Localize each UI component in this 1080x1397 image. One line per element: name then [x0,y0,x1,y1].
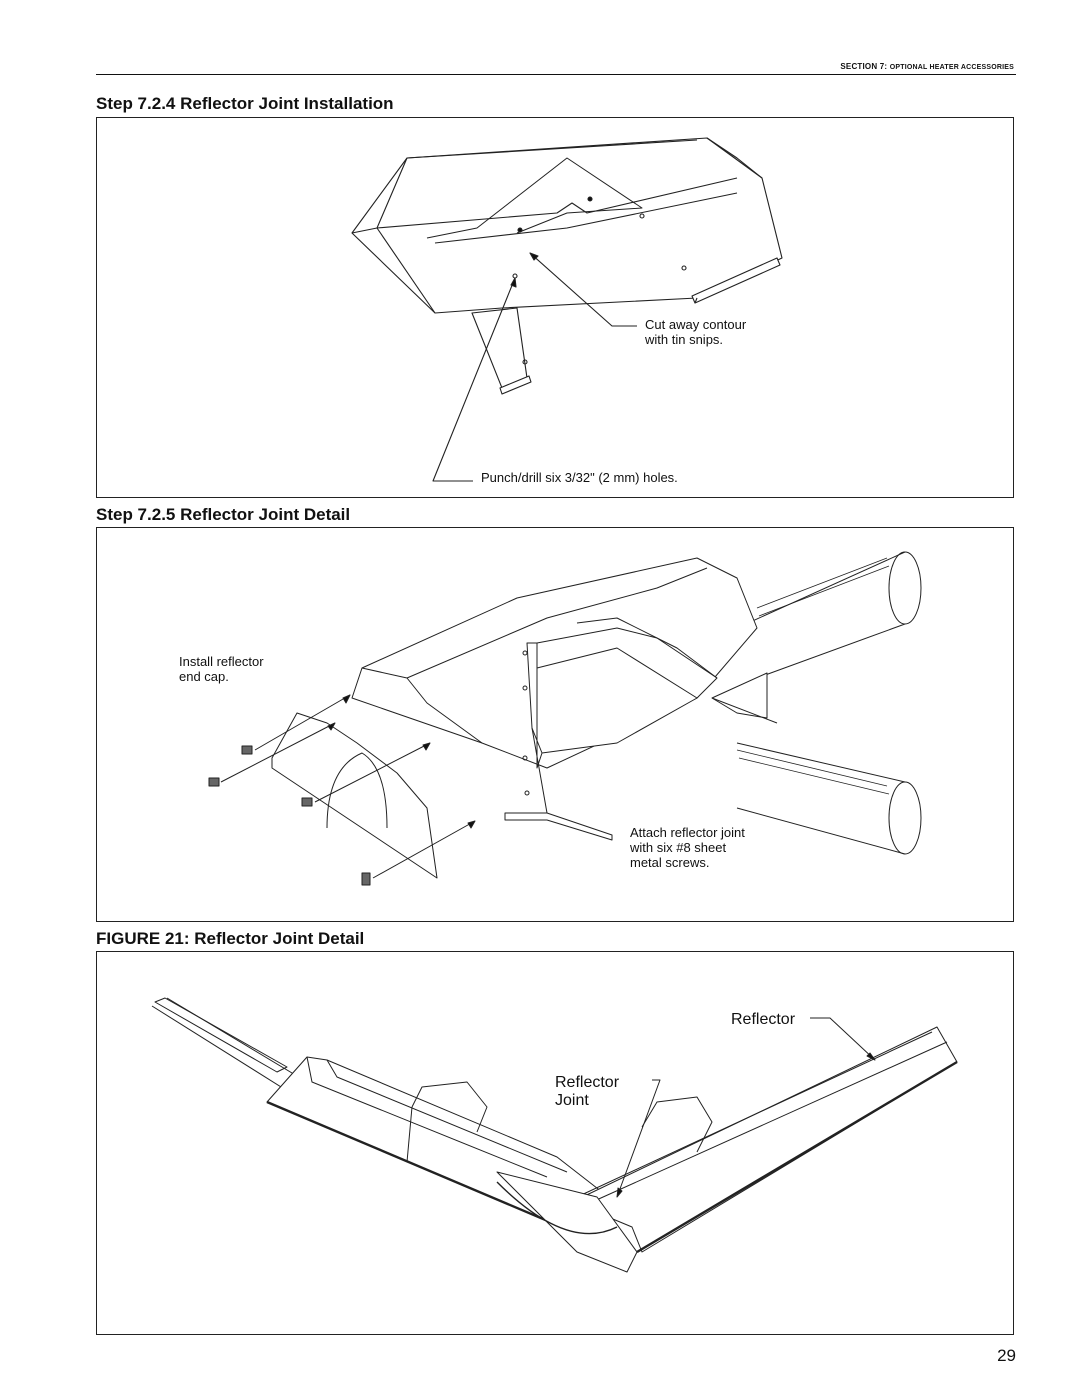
reflector-joint-assembly-illustration [208,551,922,886]
page-number: 29 [997,1346,1016,1365]
panel-figure-21: Reflector Reflector Joint [96,951,1014,1335]
section-prefix: SECTION 7: [840,62,890,71]
step-725-title: Step 7.2.5 Reflector Joint Detail [96,505,351,524]
header-rule [96,74,1016,75]
panel-step-724: Cut away contour with tin snips. Punch/d… [96,117,1014,498]
section-header: SECTION 7: Optional Heater Accessories [840,62,1014,71]
figure-21-title: FIGURE 21: Reflector Joint Detail [96,929,365,948]
callout-punch-holes: Punch/drill six 3/32" (2 mm) holes. [481,470,678,485]
callout-cut-contour: Cut away contour with tin snips. [645,317,747,347]
callout-install-end-cap: Install reflector end cap. [179,654,264,684]
reflector-cut-illustration [351,137,783,482]
section-title: Optional Heater Accessories [889,64,1014,71]
reflector-joint-v-illustration [151,997,958,1273]
panel-step-725: Install reflector end cap. Attach reflec… [96,527,1014,922]
label-reflector-joint: Reflector Joint [555,1074,620,1109]
step-724-title: Step 7.2.4 Reflector Joint Installation [96,94,394,113]
callout-attach-joint: Attach reflector joint with six #8 sheet… [630,825,745,870]
label-reflector: Reflector [731,1011,796,1028]
